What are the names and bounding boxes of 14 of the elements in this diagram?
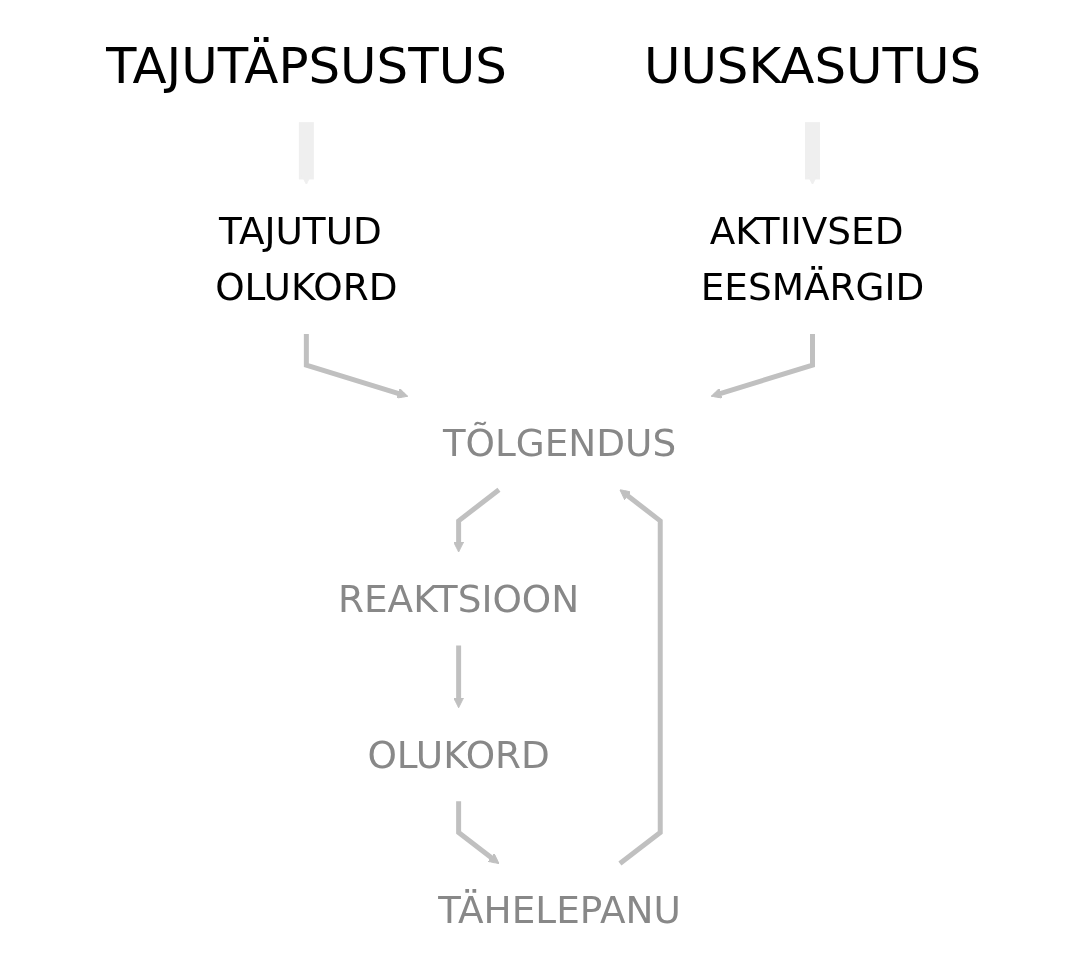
arrow [618,489,663,866]
arrow [456,801,500,865]
node-text: TAJUTÄPSUSTUS [105,37,507,95]
arrow [453,645,465,709]
arrow [453,487,501,553]
arrow [303,333,409,399]
arrow [710,333,815,399]
node-text: TAJUTUD OLUKORD [215,209,398,310]
node-text: AKTIIVSED EESMÄRGID [700,209,925,310]
node-text: TÕLGENDUS [442,421,677,465]
node-text: UUSKASUTUS [643,37,982,95]
node-text: TÄHELEPANU [438,888,681,933]
node-text: OLUKORD [367,732,550,777]
node-text: REAKTSIOON [338,576,580,621]
